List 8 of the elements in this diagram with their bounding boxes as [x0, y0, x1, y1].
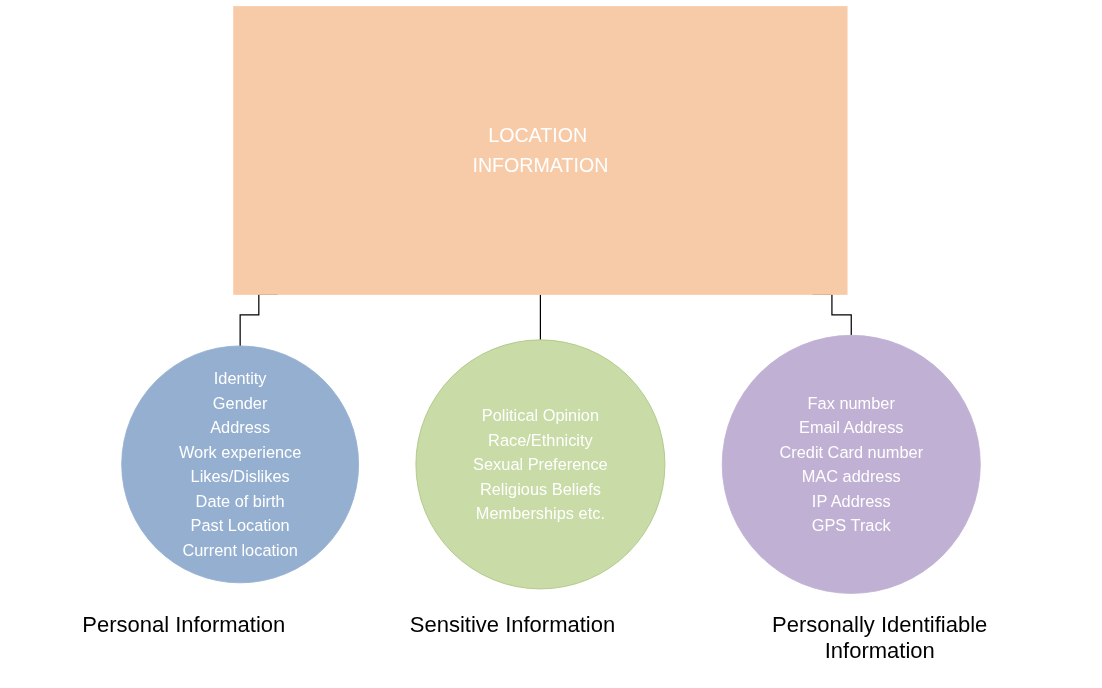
node-box: LOCATION INFORMATION — [233, 6, 848, 295]
caption-text: Sensitive Information — [409, 612, 616, 638]
caption-text: Personal Information — [82, 612, 286, 638]
node-circle: Identity Gender Address Work experience Likes/Dislikes Date of birth Past Location Current location — [121, 345, 360, 584]
node-circle: Fax number Email Address Credit Card number MAC address IP Address GPS Track — [721, 334, 981, 594]
node-circle: Political Opinion Race/Ethnicity Sexual Preference Religious Beliefs Memberships etc. — [415, 339, 666, 590]
caption-text: Personally Identifiable Information — [771, 612, 989, 664]
connector — [539, 293, 541, 341]
